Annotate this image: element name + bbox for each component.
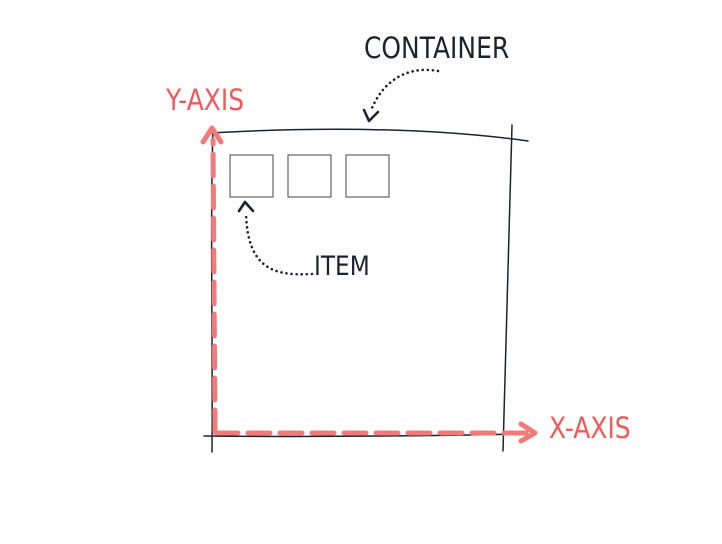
y-axis-arrowhead <box>200 125 224 145</box>
x-axis-label: X-AXIS <box>549 411 631 445</box>
item-pointer-head <box>237 200 255 213</box>
container-box <box>203 124 529 453</box>
item-label: ITEM <box>314 251 370 282</box>
y-axis-dashed-line <box>210 137 218 435</box>
container-pointer-curve <box>370 68 440 110</box>
item-pointer-curve <box>244 212 314 276</box>
container-pointer <box>362 68 440 123</box>
container-label: CONTAINER <box>364 31 510 65</box>
container-right-edge <box>502 124 513 452</box>
y-axis-arrow <box>200 125 224 435</box>
item-box-1 <box>229 154 274 198</box>
container-pointer-head <box>362 108 380 123</box>
items-row <box>229 154 390 198</box>
item-box-2 <box>287 154 332 198</box>
container-top-edge <box>209 128 529 142</box>
item-pointer <box>237 200 314 276</box>
x-axis-arrow <box>213 421 538 444</box>
y-axis-label: Y-AXIS <box>166 83 245 117</box>
item-box-3 <box>345 154 390 198</box>
x-axis-arrowhead <box>518 421 538 444</box>
